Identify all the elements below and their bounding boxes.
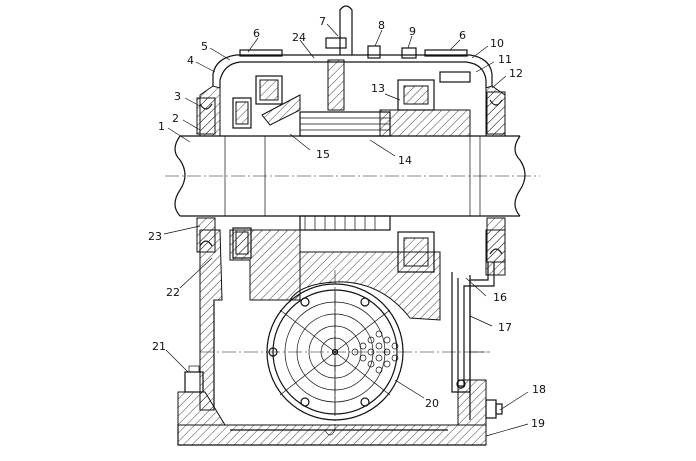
label-part-3: 3 — [174, 90, 181, 103]
label-part-20: 20 — [425, 397, 439, 410]
bearings — [196, 75, 506, 263]
label-part-8: 8 — [378, 19, 385, 32]
label-part-21: 21 — [152, 340, 166, 353]
label-part-9: 9 — [409, 25, 416, 38]
label-part-18: 18 — [532, 383, 546, 396]
label-part-23: 23 — [148, 230, 162, 243]
label-part-19: 19 — [531, 417, 545, 430]
label-part-2: 2 — [172, 112, 179, 125]
label-part-22: 22 — [166, 286, 180, 299]
label-part-16: 16 — [493, 291, 507, 304]
shaft — [165, 135, 540, 217]
label-part-10: 10 — [490, 37, 504, 50]
label-part-11: 11 — [498, 53, 512, 66]
leader-lines — [163, 23, 529, 437]
label-part-6a: 6 — [253, 27, 260, 40]
label-part-4: 4 — [187, 54, 194, 67]
label-part-5: 5 — [201, 40, 208, 53]
label-part-17: 17 — [498, 321, 512, 334]
label-part-7: 7 — [319, 15, 326, 28]
impeller — [200, 270, 490, 430]
perforations — [351, 330, 399, 374]
housing — [177, 54, 506, 446]
label-part-13: 13 — [371, 82, 385, 95]
oil-pipe — [451, 262, 503, 419]
part-labels: 1 2 3 4 5 6 6 7 8 9 10 11 12 13 14 15 16… — [148, 15, 546, 430]
label-part-12: 12 — [509, 67, 523, 80]
label-part-6b: 6 — [459, 29, 466, 42]
label-part-15: 15 — [316, 148, 330, 161]
label-part-14: 14 — [398, 154, 412, 167]
gear-mesh — [239, 5, 471, 273]
label-part-1: 1 — [158, 120, 165, 133]
label-part-24: 24 — [292, 31, 306, 44]
